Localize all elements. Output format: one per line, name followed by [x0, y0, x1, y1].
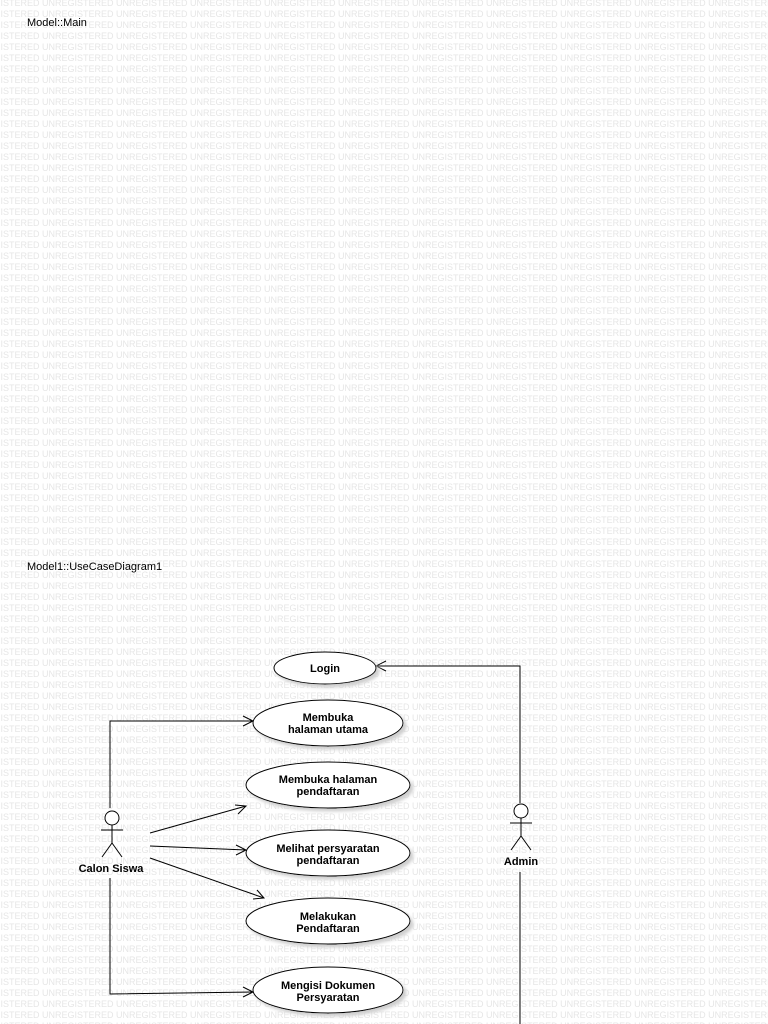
usecase-melakukan-pendaftaran[interactable]	[245, 897, 411, 945]
actor-admin-right-leg	[520, 835, 532, 851]
actor-calon-siswa[interactable]	[101, 810, 123, 858]
usecase-melakukan-pendaftaran-label-2: Pendaftaran	[296, 923, 360, 935]
frame-label-main: Model::Main	[27, 17, 87, 29]
actor-admin-head	[513, 803, 529, 819]
arrowhead-halaman-pendaftaran	[234, 804, 248, 815]
usecase-login[interactable]	[273, 651, 377, 685]
usecase-halaman-utama-label-1: Membuka	[303, 712, 355, 724]
assoc-siswa-halaman-utama	[109, 720, 253, 808]
assoc-admin-login	[376, 665, 521, 803]
usecase-melihat-persyaratan-label-1: Melihat persyaratan	[276, 843, 380, 855]
actor-calon-siswa-right-leg	[111, 842, 123, 858]
actor-calon-siswa-head	[104, 810, 120, 826]
arrowhead-melakukan-pendaftaran	[252, 889, 266, 900]
assoc-siswa-halaman-pendaftaran	[149, 805, 247, 834]
actor-admin[interactable]	[510, 803, 532, 851]
actor-calon-siswa-left-leg	[101, 842, 113, 858]
usecase-halaman-pendaftaran-label-1: Membuka halaman	[279, 774, 378, 786]
actor-calon-siswa-label: Calon Siswa	[79, 863, 145, 875]
actor-admin-label: Admin	[504, 856, 539, 868]
usecase-halaman-pendaftaran-label-2: pendaftaran	[297, 786, 360, 798]
usecase-melihat-persyaratan-label-2: pendaftaran	[297, 855, 360, 867]
arrowhead-melihat-persyaratan	[235, 844, 248, 856]
usecase-membuka-halaman-pendaftaran[interactable]	[245, 761, 411, 809]
usecase-membuka-halaman-utama[interactable]	[252, 699, 404, 747]
assoc-siswa-melakukan-pendaftaran	[149, 857, 265, 899]
usecase-mengisi-dokumen-label-2: Persyaratan	[297, 992, 360, 1004]
assoc-siswa-melihat-persyaratan	[149, 845, 247, 851]
usecase-mengisi-dokumen[interactable]	[252, 966, 404, 1014]
usecase-melakukan-pendaftaran-label-1: Melakukan	[300, 911, 357, 923]
usecase-login-label: Login	[310, 663, 340, 675]
assoc-siswa-mengisi-dokumen	[109, 878, 254, 995]
usecase-melihat-persyaratan[interactable]	[245, 829, 411, 877]
actor-admin-left-leg	[510, 835, 522, 851]
usecase-mengisi-dokumen-label-1: Mengisi Dokumen	[281, 980, 375, 992]
usecase-halaman-utama-label-2: halaman utama	[288, 724, 369, 736]
frame-label-usecase-diagram: Model1::UseCaseDiagram1	[27, 561, 163, 573]
